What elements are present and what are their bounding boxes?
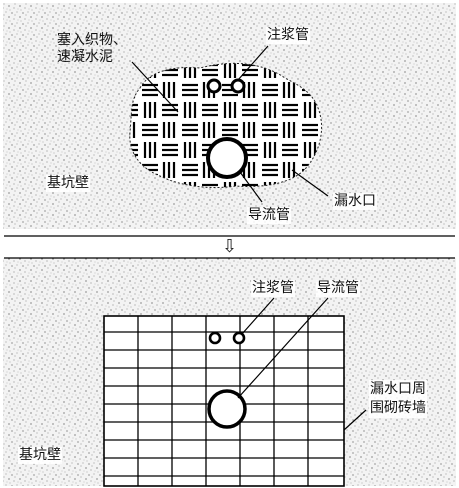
grout-pipe-circle-right bbox=[230, 78, 246, 94]
label-brick-wall: 漏水口周 围砌砖墙 bbox=[369, 380, 427, 418]
down-arrow-icon: ⇩ bbox=[222, 236, 238, 257]
label-plug-material: 塞入织物、 速凝水泥 bbox=[56, 32, 128, 66]
label-brick-line1: 漏水口周 bbox=[370, 381, 426, 397]
label-pit-wall-bottom: 基坑壁 bbox=[18, 447, 62, 464]
label-plug-line2: 速凝水泥 bbox=[57, 49, 113, 65]
label-drain-pipe: 导流管 bbox=[247, 207, 291, 224]
label-leak: 漏水口 bbox=[333, 193, 377, 210]
grout-pipe-circle-right-bottom bbox=[232, 331, 246, 345]
label-drain-pipe-bottom: 导流管 bbox=[316, 280, 360, 297]
label-brick-line2: 围砌砖墙 bbox=[370, 400, 426, 416]
top-leader-lines bbox=[131, 45, 329, 203]
label-pit-wall: 基坑壁 bbox=[46, 175, 90, 192]
label-grout-pipe: 注浆管 bbox=[266, 27, 310, 44]
label-grout-pipe-bottom: 注浆管 bbox=[251, 280, 295, 297]
grout-pipe-circle-left-bottom bbox=[208, 331, 222, 345]
label-plug-line1: 塞入织物、 bbox=[57, 32, 127, 48]
drain-pipe-circle bbox=[206, 137, 248, 179]
bottom-leader-lines bbox=[237, 297, 367, 431]
drain-pipe-circle-bottom bbox=[207, 389, 247, 429]
plug-area bbox=[129, 62, 323, 189]
grout-pipe-circle-left bbox=[206, 78, 222, 94]
